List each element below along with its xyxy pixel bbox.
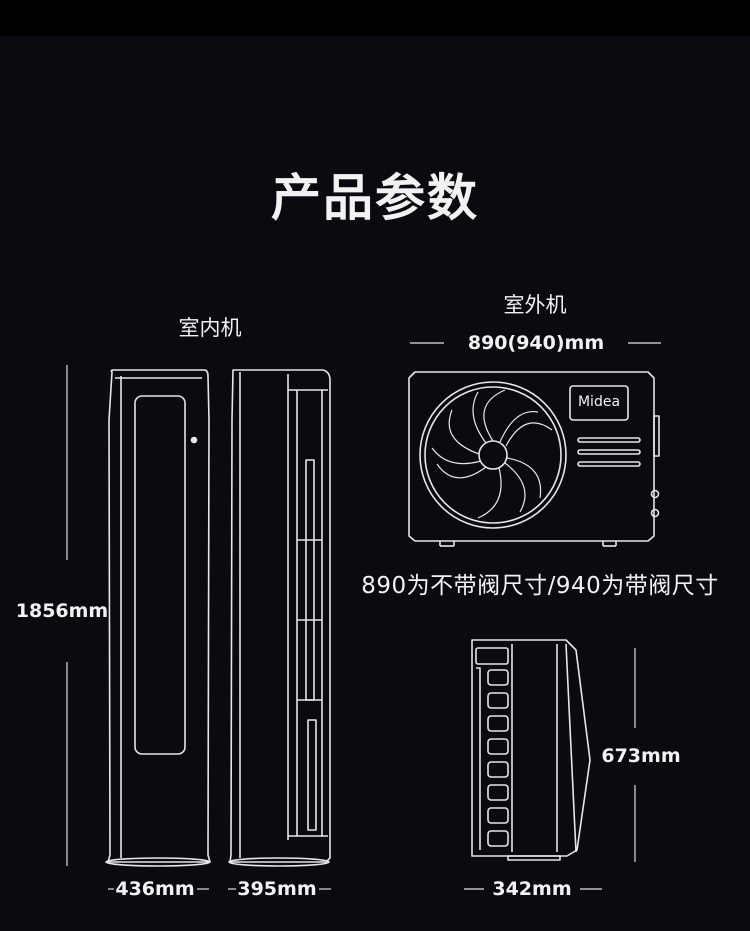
indoor-side-view	[228, 369, 331, 867]
indoor-height-dimension: 1856mm	[15, 600, 109, 622]
outdoor-front-view	[408, 371, 660, 547]
midea-logo: Midea	[577, 394, 621, 410]
outdoor-label: 室外机	[503, 293, 567, 317]
outdoor-depth-dimension: 342mm	[492, 878, 572, 900]
indoor-front-view	[105, 369, 211, 867]
page-title: 产品参数	[271, 169, 479, 227]
outdoor-height-dimension: 673mm	[601, 745, 681, 767]
indoor-depth-dimension: 395mm	[237, 878, 317, 900]
outdoor-width-dimension: 890(940)mm	[467, 332, 605, 354]
indoor-width-dimension: 436mm	[115, 878, 195, 900]
valve-size-note: 890为不带阀尺寸/940为带阀尺寸	[361, 573, 719, 599]
top-black-bar	[0, 0, 750, 36]
indoor-label: 室内机	[178, 316, 242, 340]
outdoor-side-view	[471, 639, 591, 861]
